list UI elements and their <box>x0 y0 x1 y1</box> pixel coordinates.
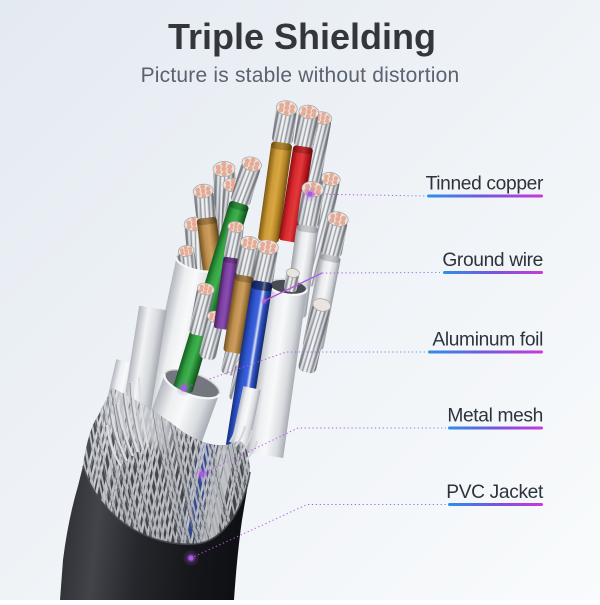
svg-text:Ground wire: Ground wire <box>442 250 543 271</box>
svg-text:Triple Shielding: Triple Shielding <box>168 16 436 57</box>
svg-text:Aluminum foil: Aluminum foil <box>432 330 543 351</box>
svg-text:PVC Jacket: PVC Jacket <box>446 482 544 503</box>
svg-text:Picture is stable without dist: Picture is stable without distortion <box>141 64 460 87</box>
svg-text:Tinned copper: Tinned copper <box>426 174 544 195</box>
svg-text:Metal mesh: Metal mesh <box>447 406 543 427</box>
